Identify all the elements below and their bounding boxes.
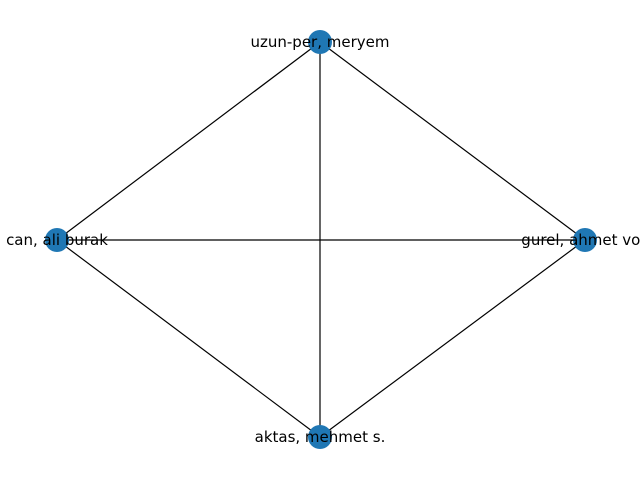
node-can-ali-burak xyxy=(45,228,69,252)
labels-layer: uzun-per, meryem can, ali burak gurel, a… xyxy=(6,33,640,446)
edges-layer xyxy=(56,41,586,438)
edge-top-right xyxy=(319,41,586,241)
node-label-uzun-per-meryem: uzun-per, meryem xyxy=(251,33,390,51)
node-label-can-ali-burak: can, ali burak xyxy=(6,231,108,249)
node-gurel-ahmet-voll xyxy=(573,228,597,252)
edge-top-left xyxy=(56,41,321,241)
node-label-gurel-ahmet-voll: gurel, ahmet voll xyxy=(521,231,640,249)
node-uzun-per-meryem xyxy=(308,30,332,54)
nodes-layer xyxy=(45,30,597,449)
node-aktas-mehmet-s xyxy=(308,425,332,449)
node-label-aktas-mehmet-s: aktas, mehmet s. xyxy=(255,428,386,446)
edge-left-bottom xyxy=(56,239,321,438)
edge-right-bottom xyxy=(319,239,586,438)
